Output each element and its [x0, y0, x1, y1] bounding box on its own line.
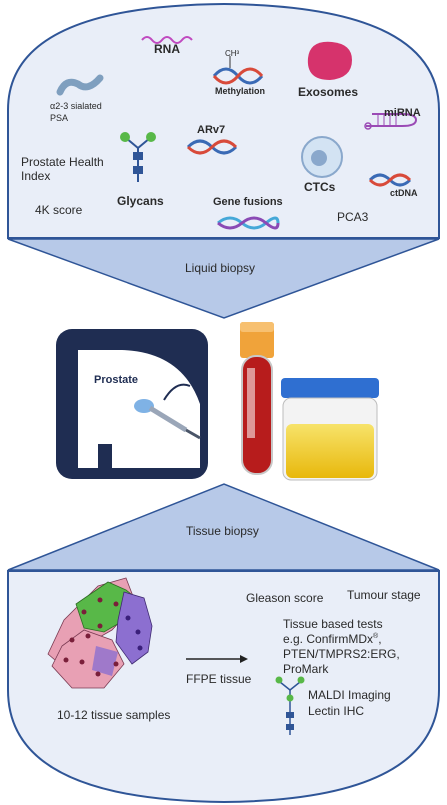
phi-label-line1: Prostate Health — [21, 155, 104, 169]
rna-icon — [141, 36, 193, 44]
methylation-dna-icon — [212, 56, 264, 85]
trademark-symbol: ® — [373, 633, 379, 640]
tissue-biopsy-label: Tissue biopsy — [186, 524, 259, 538]
arv7-label: ARv7 — [197, 124, 226, 136]
ffpe-arrow-icon — [186, 655, 248, 663]
mirna-icon — [364, 113, 418, 130]
pca3-label: PCA3 — [337, 210, 369, 224]
ctdna-label: ctDNA — [390, 188, 418, 198]
tumour-stage-label: Tumour stage — [347, 588, 421, 602]
fourk-score-label: 4K score — [35, 203, 83, 217]
tissue-tests-line4: ProMark — [283, 662, 329, 676]
methylation-label: Methylation — [215, 86, 266, 96]
psa-label-line1: α2-3 sialated — [50, 101, 102, 111]
phi-label-line2: Index — [21, 169, 51, 183]
ffpe-tissue-label: FFPE tissue — [186, 672, 252, 686]
ctdna-icon — [368, 173, 412, 187]
tissue-tests-line2-text: e.g. ConfirmMDx — [283, 632, 374, 646]
psa-icon — [56, 74, 104, 96]
tissue-tests-line3: PTEN/TMPRS2:ERG, — [283, 647, 400, 661]
gene-fusion-dna-icon — [217, 216, 280, 230]
gene-fusions-label: Gene fusions — [213, 196, 283, 208]
tissue-tests-line2: e.g. ConfirmMDx®, — [283, 632, 382, 646]
glycans-label: Glycans — [117, 194, 164, 208]
prostate-label: Prostate — [94, 374, 139, 386]
gleason-score-label: Gleason score — [246, 591, 324, 605]
blood-tube-icon — [240, 322, 274, 475]
maldi-glycan-icon — [275, 676, 305, 735]
psa-label-line2: PSA — [50, 113, 69, 123]
arv7-dna-icon — [186, 139, 238, 155]
ctc-icon — [301, 136, 343, 178]
ch3-label: CH³ — [225, 49, 240, 58]
exosome-icon — [307, 41, 352, 80]
urine-cup-icon — [281, 378, 379, 481]
prostate-exam-icon — [56, 329, 208, 479]
tissue-biopsy-panel — [7, 570, 440, 804]
tissue-samples-label: 10-12 tissue samples — [57, 708, 171, 722]
ctcs-label: CTCs — [304, 180, 336, 194]
maldi-imaging-label: MALDI Imaging — [308, 688, 391, 702]
glycan-icon — [120, 132, 156, 182]
lectin-ihc-label: Lectin IHC — [308, 704, 365, 718]
liquid-biopsy-label: Liquid biopsy — [185, 261, 256, 275]
exosomes-label: Exosomes — [298, 85, 359, 99]
liquid-biopsy-funnel — [7, 238, 440, 319]
rna-label: RNA — [154, 42, 180, 56]
mirna-label: miRNA — [384, 107, 421, 119]
tissue-sample-icon — [47, 577, 153, 689]
tissue-tests-line1: Tissue based tests — [283, 617, 383, 631]
